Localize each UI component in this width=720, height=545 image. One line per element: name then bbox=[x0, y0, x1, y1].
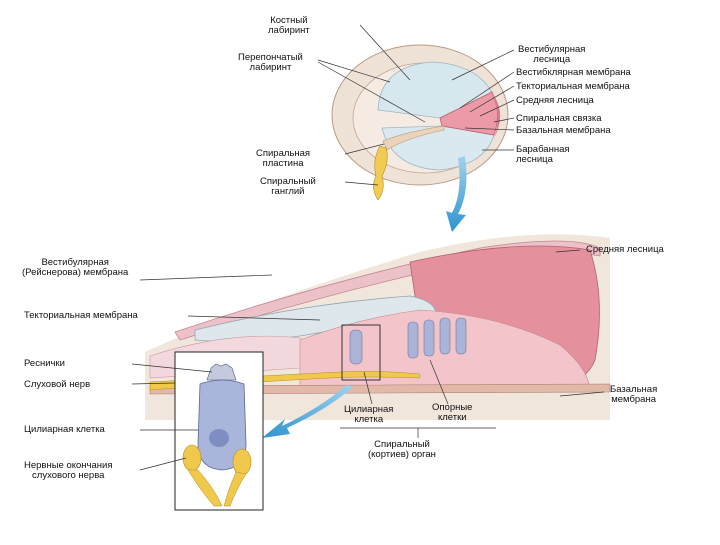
zoom-box bbox=[341, 324, 381, 381]
label-organ-of-corti: Спиральный (кортиев) орган bbox=[368, 439, 436, 460]
hair-cell-outer-1 bbox=[407, 321, 419, 359]
label-middle-scala-main: Средняя лесница bbox=[586, 244, 664, 255]
label-hair-cell-center: Цилиарная клетка bbox=[344, 404, 394, 425]
hair-cell-outer-4 bbox=[455, 317, 467, 355]
label-basilar-membrane-top: Базальная мембрана bbox=[516, 125, 611, 136]
zoom-arrow-bottom bbox=[262, 384, 352, 438]
label-cilia: Реснички bbox=[24, 358, 65, 369]
label-tectorial-membrane-main: Текториальная мембрана bbox=[24, 310, 138, 321]
label-spiral-ligament: Спиральная связка bbox=[516, 113, 602, 124]
label-supporting-cells: Опорные клетки bbox=[432, 402, 473, 423]
cochlea-cross-section bbox=[331, 44, 509, 201]
label-membranous-labyrinth: Перепончатый лабиринт bbox=[238, 52, 303, 73]
label-vestibular-reissner-membrane: Вестибулярная (Рейснерова) мембрана bbox=[22, 257, 129, 278]
label-middle-scala-top: Средняя лесница bbox=[516, 95, 594, 106]
middle-scala-shape bbox=[439, 91, 498, 136]
label-hair-cell-left: Цилиарная клетка bbox=[24, 424, 105, 435]
label-nerve-endings: Нервные окончания слухового нерва bbox=[24, 460, 113, 481]
stereocilia-bundle bbox=[206, 363, 237, 381]
leader-lines bbox=[131, 24, 605, 471]
label-vestibular-membrane-top: Вестибклярная мембрана bbox=[516, 67, 631, 78]
spiral-lamina-shape bbox=[382, 125, 445, 151]
nerve-fiber-bundle bbox=[187, 469, 247, 507]
hair-cell-inner bbox=[349, 329, 363, 365]
spiral-ganglion-shape bbox=[373, 145, 388, 201]
hair-cell-inset bbox=[174, 351, 264, 511]
label-basilar-membrane-main: Базальная мембрана bbox=[610, 384, 658, 405]
hair-cell-nucleus bbox=[209, 429, 229, 447]
label-tympanic-scala: Барабанная лесница bbox=[516, 144, 570, 165]
label-bony-labyrinth: Костный лабиринт bbox=[268, 15, 310, 36]
hair-cell-outer-3 bbox=[439, 317, 451, 355]
zoom-arrow-top bbox=[446, 156, 467, 232]
label-auditory-nerve: Слуховой нерв bbox=[24, 379, 91, 390]
label-tectorial-membrane-top: Текториальная мембрана bbox=[516, 81, 630, 92]
spiral-ligament-shape bbox=[490, 90, 501, 138]
label-spiral-ganglion: Спиральный ганглий bbox=[260, 176, 316, 197]
basilar-membrane bbox=[149, 383, 611, 395]
label-vestibular-scala-top: Вестибулярная лесница bbox=[518, 44, 586, 65]
label-spiral-lamina: Спиральная пластина bbox=[256, 148, 311, 169]
hair-cell-outer-2 bbox=[423, 319, 435, 357]
nerve-ending-right bbox=[232, 448, 252, 476]
